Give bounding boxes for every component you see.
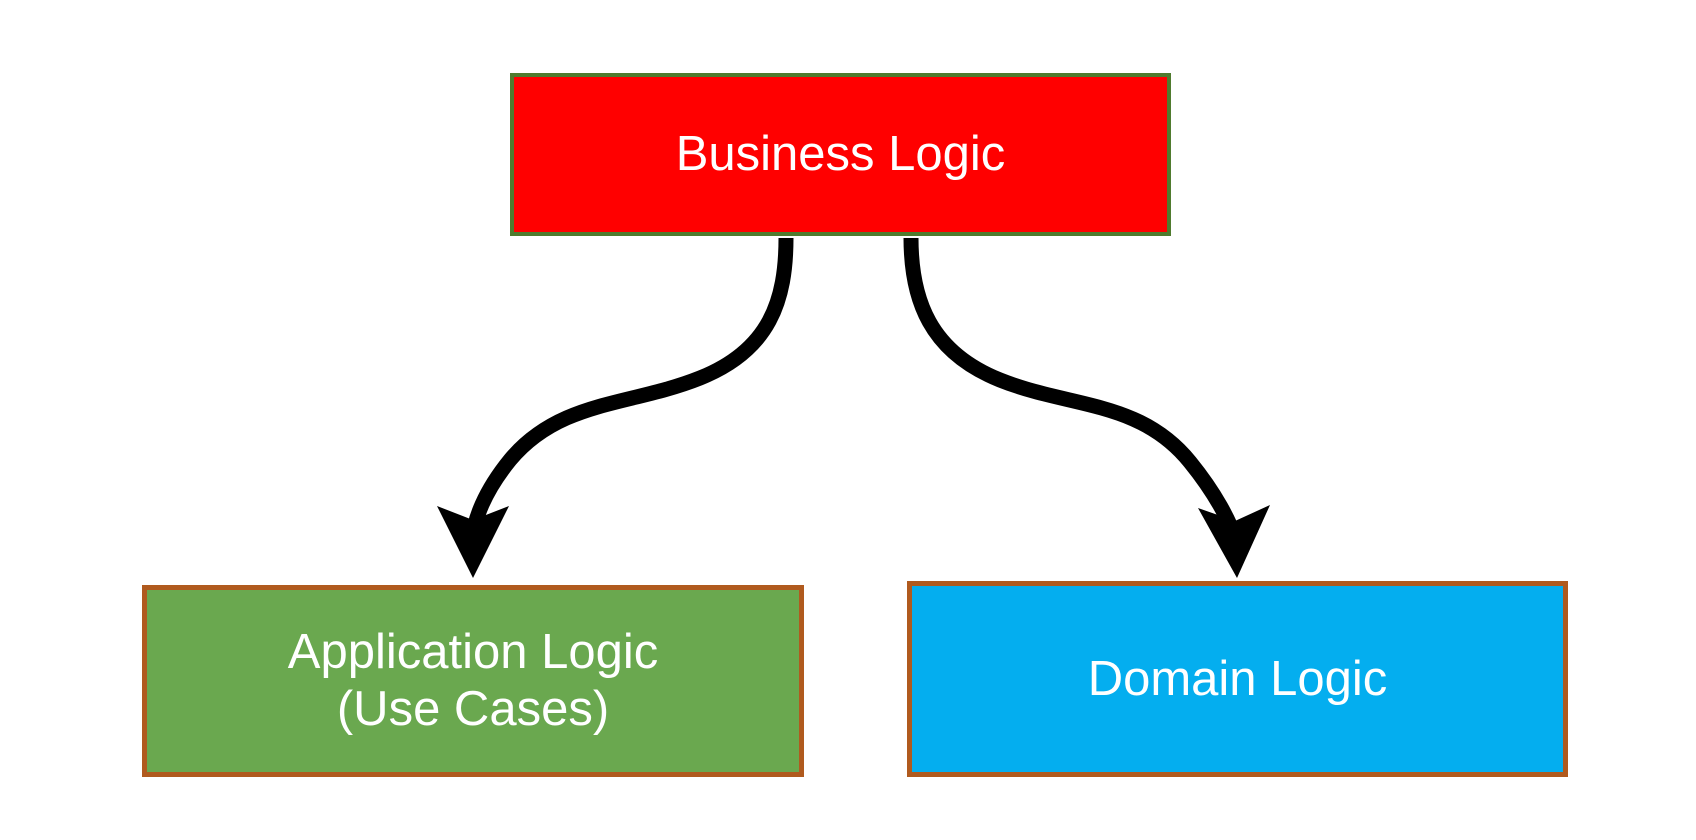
arrow-business-to-application-head bbox=[437, 506, 509, 578]
arrow-business-to-domain bbox=[903, 237, 1270, 578]
arrow-business-to-domain-path bbox=[903, 237, 1243, 541]
arrow-business-to-application bbox=[437, 237, 794, 578]
node-application-logic-label: Application Logic (Use Cases) bbox=[287, 625, 659, 736]
node-application-logic[interactable]: Application Logic (Use Cases) bbox=[142, 585, 804, 777]
node-domain-logic[interactable]: Domain Logic bbox=[907, 581, 1568, 777]
node-business-logic-label: Business Logic bbox=[675, 127, 1006, 182]
arrow-business-to-domain-head bbox=[1198, 505, 1270, 578]
node-business-logic[interactable]: Business Logic bbox=[510, 73, 1171, 236]
arrow-business-to-application-path bbox=[465, 237, 794, 539]
node-domain-logic-label: Domain Logic bbox=[1087, 651, 1388, 706]
